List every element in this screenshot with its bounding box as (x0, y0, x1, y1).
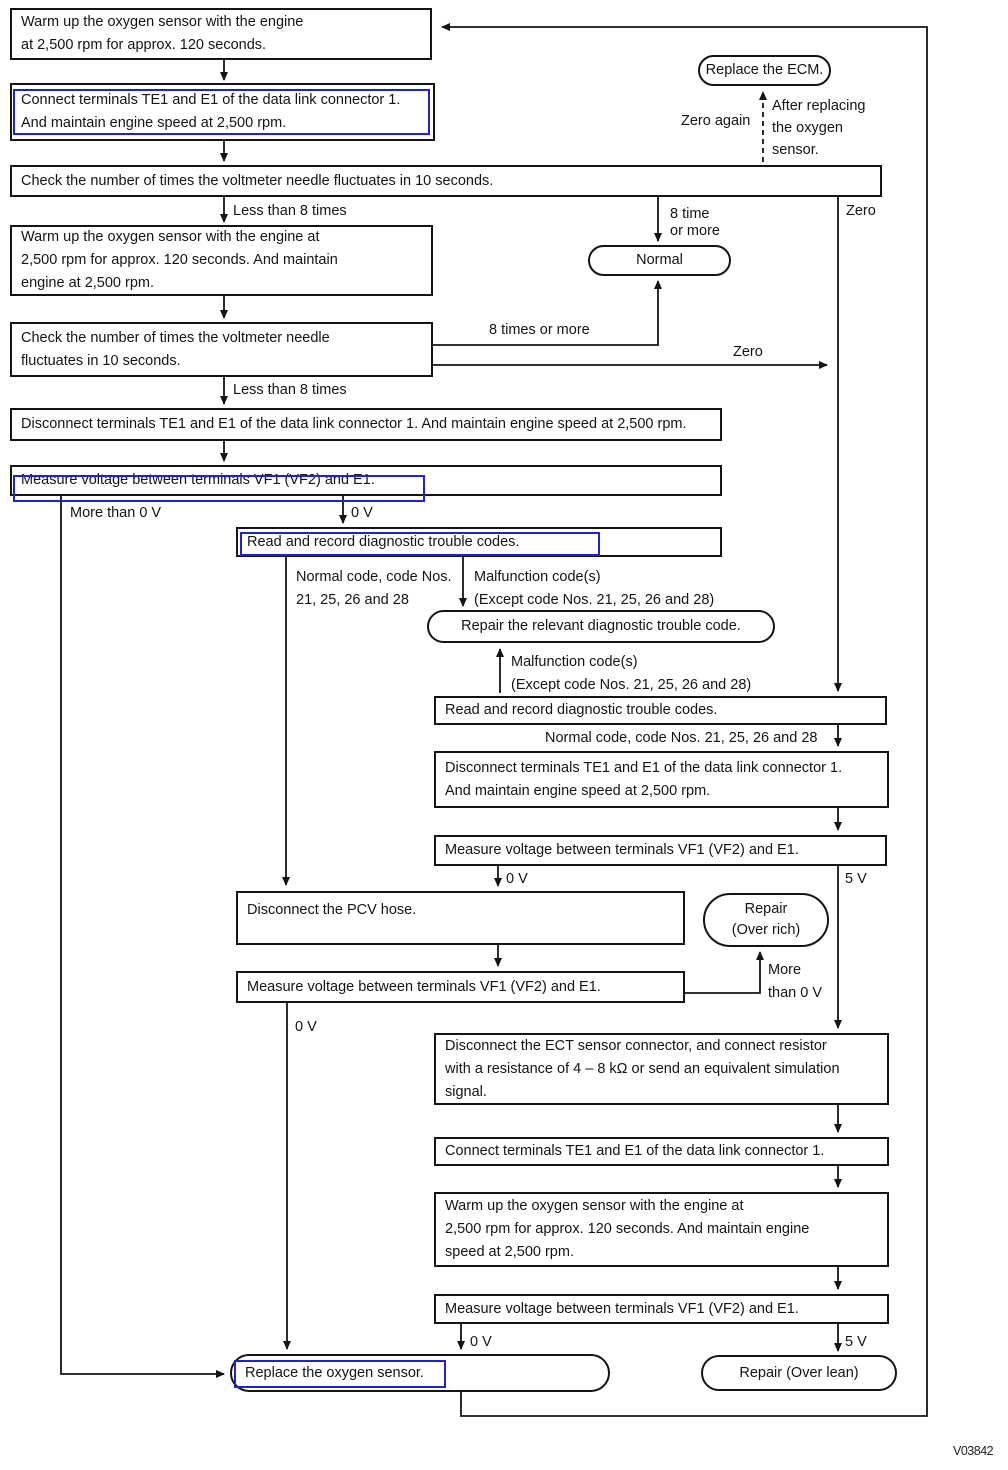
edge-label-5v-1: 5 V (845, 871, 867, 887)
connector-more-than-0v-to-replace-o2 (60, 496, 225, 1378)
step-text: Warm up the oxygen sensor with the engin… (445, 1198, 744, 1214)
edge-label-malfunction-codes-2: Malfunction code(s) (Except code Nos. 21… (511, 654, 752, 693)
step-text: Read and record diagnostic trouble codes… (445, 702, 718, 718)
edge-label-more-than-0v-2: More than 0 V (768, 962, 823, 1001)
edge-label-8-time-or-more: 8 time or more (670, 206, 720, 239)
link-highlight-read-codes[interactable] (240, 532, 600, 556)
step-text: Disconnect the PCV hose. (247, 902, 417, 918)
edge-label-after-replacing: After replacing the oxygen sensor. (772, 98, 866, 158)
step-disconnect-te1-2: Disconnect terminals TE1 and E1 of the d… (434, 751, 889, 808)
edge-label-normal-code-2line: Normal code, code Nos. 21, 25, 26 and 28 (296, 569, 452, 608)
step-check-fluctuation-2: Check the number of times the voltmeter … (10, 322, 433, 377)
terminal-repair-over-rich: Repair (Over rich) (703, 893, 829, 947)
link-highlight-connect-te1[interactable] (13, 89, 430, 135)
link-highlight-measure-vf1[interactable] (13, 475, 425, 502)
step-measure-vf1-3: Measure voltage between terminals VF1 (V… (236, 971, 685, 1003)
step-connect-te1-top: Connect terminals TE1 and E1 of the data… (10, 83, 435, 141)
step-text: Measure voltage between terminals VF1 (V… (445, 1300, 799, 1317)
edge-label-8-times-or-more: 8 times or more (489, 322, 590, 338)
step-disconnect-ect: Disconnect the ECT sensor connector, and… (434, 1033, 889, 1105)
step-text: Warm up the oxygen sensor with the engin… (21, 14, 304, 30)
edge-label-0v-2: 0 V (506, 871, 528, 887)
step-warm-up-top: Warm up the oxygen sensor with the engin… (10, 8, 432, 60)
terminal-text: Normal (636, 252, 683, 268)
terminal-repair-relevant-code: Repair the relevant diagnostic trouble c… (427, 610, 775, 643)
terminal-text: (Over rich) (731, 922, 801, 938)
step-text: And maintain engine speed at 2,500 rpm. (445, 782, 711, 799)
edge-label-0v-4: 0 V (470, 1334, 492, 1350)
step-text: Connect terminals TE1 and E1 of the data… (21, 92, 401, 108)
step-text: Measure voltage between terminals VF1 (V… (247, 978, 601, 995)
terminal-text: Repair the relevant diagnostic trouble c… (461, 618, 741, 634)
step-text: And maintain engine speed at 2,500 rpm. (21, 115, 287, 131)
step-text: Connect terminals TE1 and E1 of the data… (445, 1143, 825, 1159)
terminal-repair-over-lean: Repair (Over lean) (701, 1355, 897, 1391)
terminal-normal: Normal (588, 245, 731, 276)
terminal-text: Repair (Over lean) (739, 1364, 859, 1381)
terminal-text: Replace the oxygen sensor. (245, 1364, 424, 1381)
edge-label-0v-1: 0 V (351, 505, 373, 521)
step-text: Disconnect terminals TE1 and E1 of the d… (445, 759, 843, 776)
step-read-codes-2: Read and record diagnostic trouble codes… (434, 696, 887, 725)
edge-label-5v-2: 5 V (845, 1334, 867, 1350)
step-text: Check the number of times the voltmeter … (21, 172, 494, 189)
step-connect-te1-2: Connect terminals TE1 and E1 of the data… (434, 1137, 889, 1166)
step-disconnect-pcv: Disconnect the PCV hose. (236, 891, 685, 945)
step-text: at 2,500 rpm for approx. 120 seconds. (21, 37, 267, 53)
step-text: engine at 2,500 rpm. (21, 275, 155, 291)
step-text: with a resistance of 4 – 8 kΩ or send an… (445, 1060, 840, 1077)
edge-label-0v-3: 0 V (295, 1019, 317, 1035)
step-measure-vf1-2: Measure voltage between terminals VF1 (V… (434, 835, 887, 866)
edge-label-zero-horizontal: Zero (733, 344, 763, 360)
step-text: Disconnect terminals TE1 and E1 of the d… (21, 416, 687, 432)
terminal-replace-ecm: Replace the ECM. (698, 55, 831, 86)
edge-label-zero-vertical: Zero (846, 203, 876, 219)
connector-feedback-loop-to-top (441, 23, 928, 1417)
link-highlight-replace-oxygen-sensor[interactable] (234, 1360, 446, 1388)
terminal-text: Repair (744, 901, 788, 917)
step-text: 2,500 rpm for approx. 120 seconds. And m… (445, 1221, 810, 1237)
step-text: signal. (445, 1083, 487, 1100)
edge-label-zero-again: Zero again (681, 113, 751, 129)
edge-label-malfunction-codes-1: Malfunction code(s) (Except code Nos. 21… (474, 569, 715, 608)
step-text: Check the number of times the voltmeter … (21, 329, 330, 346)
connector-measure3-to-over-rich (685, 951, 764, 994)
figure-code: V03842 (953, 1444, 994, 1458)
step-text: Disconnect the ECT sensor connector, and… (445, 1037, 827, 1054)
connector-8times-to-normal (432, 280, 662, 346)
step-measure-vf1-4: Measure voltage between terminals VF1 (V… (434, 1294, 889, 1324)
step-disconnect-te1-wide: Disconnect terminals TE1 and E1 of the d… (10, 408, 722, 441)
step-text: 2,500 rpm for approx. 120 seconds. And m… (21, 252, 338, 268)
step-check-fluctuation-1: Check the number of times the voltmeter … (10, 165, 882, 197)
step-text: Measure voltage between terminals VF1 (V… (445, 842, 799, 858)
terminal-text: Replace the ECM. (705, 62, 824, 78)
step-text: fluctuates in 10 seconds. (21, 352, 181, 369)
step-warm-up-2: Warm up the oxygen sensor with the engin… (10, 225, 433, 296)
edge-label-normal-code-1line: Normal code, code Nos. 21, 25, 26 and 28 (545, 730, 818, 746)
step-text: Warm up the oxygen sensor with the engin… (21, 229, 320, 245)
edge-label-less-than-8-times-2: Less than 8 times (233, 382, 347, 398)
step-text: speed at 2,500 rpm. (445, 1244, 574, 1260)
step-warm-up-3: Warm up the oxygen sensor with the engin… (434, 1192, 889, 1267)
step-text: Read and record diagnostic trouble codes… (247, 533, 520, 550)
edge-label-more-than-0v-1: More than 0 V (70, 505, 162, 521)
edge-label-less-than-8-times-1: Less than 8 times (233, 203, 347, 219)
